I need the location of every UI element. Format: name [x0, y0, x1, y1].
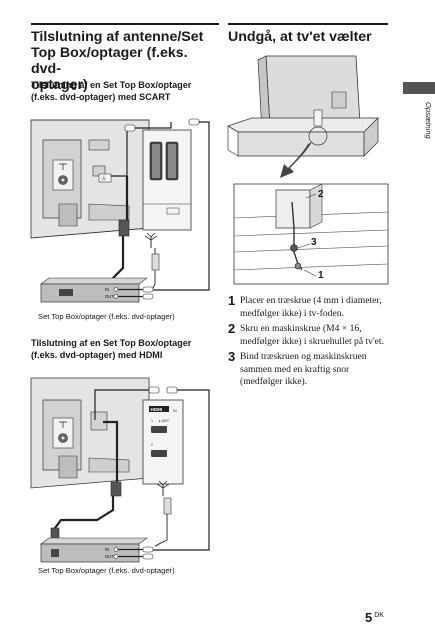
- diagram-label-3: 3: [311, 237, 317, 248]
- tv-back-panel: [30, 377, 150, 489]
- step-line: Placer en træskrue (4 mm i diameter,: [240, 295, 382, 306]
- step-number: 2: [228, 321, 236, 336]
- step-list: 1 Placer en træskrue (4 mm i diameter, m…: [228, 294, 403, 392]
- step-item: 1 Placer en træskrue (4 mm i diameter, m…: [228, 294, 403, 324]
- subheading-line: (f.eks. dvd-optager) med HDMI: [31, 349, 163, 360]
- recorder-box: IN OUT: [40, 537, 148, 563]
- scart-socket-panel: [142, 129, 192, 231]
- page-number-value: 5: [365, 610, 373, 625]
- svg-text:OUT: OUT: [105, 554, 114, 559]
- diagram-label-2: 2: [318, 189, 324, 200]
- wall-antenna-icon: [144, 232, 160, 293]
- left-heading-rule: [31, 23, 219, 25]
- step-line: sammen med en kraftig snor: [240, 363, 350, 375]
- wall-antenna-icon: [154, 480, 172, 547]
- step-number: 1: [228, 293, 236, 308]
- subheading-line: (f.eks. dvd-optager) med SCART: [31, 91, 171, 102]
- step-text: Skru en maskinskrue (M4 × 16, medfølger …: [240, 323, 400, 348]
- hdmi-socket-panel: HDMI IN 1 ▸ ARC 2: [142, 399, 184, 485]
- recorder-box: IN OUT: [40, 277, 148, 303]
- section-heading-tip-over: Undgå, at tv'et vælter: [228, 29, 372, 45]
- svg-text:OUT: OUT: [105, 294, 114, 299]
- heading-line: optager): [31, 77, 88, 93]
- tip-over-prevention-diagram: [227, 55, 389, 285]
- svg-text:HDMI: HDMI: [151, 407, 163, 412]
- subheading-hdmi: Tilslutning af en Set Top Box/optager (f…: [31, 338, 221, 361]
- svg-text:IN: IN: [105, 547, 109, 552]
- heading-line: Top Box/optager (f.eks. dvd-: [31, 45, 188, 77]
- svg-text:2: 2: [151, 443, 153, 447]
- page-number-suffix: DK: [374, 612, 384, 619]
- step-text: Placer en træskrue (4 mm i diameter, med…: [240, 295, 400, 320]
- subheading-scart: Tilslutning af en Set Top Box/optager (f…: [31, 80, 221, 103]
- side-tab-label: Opsætning: [424, 102, 433, 139]
- side-tab: Opsætning: [403, 82, 435, 188]
- svg-text:IN: IN: [173, 409, 177, 413]
- svg-text:▸ ARC: ▸ ARC: [159, 419, 170, 423]
- svg-text:IN: IN: [105, 287, 109, 292]
- tv-on-stand: [227, 55, 379, 157]
- hdmi-caption: Set Top Box/optager (f.eks. dvd-optager): [38, 566, 175, 575]
- zoom-detail-panel: [233, 183, 389, 285]
- svg-text:1: 1: [151, 419, 153, 423]
- step-text: Bind træskruen og maskinskruen sammen me…: [240, 351, 400, 389]
- diagram-label-1: 1: [318, 270, 324, 281]
- antenna-input-icon: [52, 417, 74, 449]
- tv-back-panel: [30, 119, 150, 239]
- section-heading-connection: Tilslutning af antenne/Set Top Box/optag…: [31, 29, 221, 93]
- side-tab-bar: [403, 82, 435, 94]
- scart-connection-diagram: Ⓐ IN OUT: [30, 118, 210, 303]
- step-line: medfølger ikke) i skruehullet på tv'et.: [240, 335, 384, 347]
- hdmi-connection-diagram: HDMI IN 1 ▸ ARC 2 IN OUT: [30, 377, 210, 563]
- step-item: 2 Skru en maskinskrue (M4 × 16, medfølge…: [228, 322, 403, 352]
- subheading-line: Tilslutning af en Set Top Box/optager: [31, 80, 192, 90]
- step-line: Bind træskruen og maskinskruen: [240, 351, 367, 362]
- subheading-line: Tilslutning af en Set Top Box/optager: [31, 338, 192, 348]
- zoom-arrow-icon: [280, 142, 312, 178]
- right-heading-rule: [228, 23, 388, 25]
- heading-line: Tilslutning af antenne/Set: [31, 29, 204, 45]
- step-line: (medfølger ikke).: [240, 376, 308, 388]
- step-line: Skru en maskinskrue (M4 × 16,: [240, 323, 362, 334]
- step-line: medfølger ikke) i tv-foden.: [240, 307, 344, 319]
- scart-caption: Set Top Box/optager (f.eks. dvd-optager): [38, 312, 175, 321]
- antenna-input-icon: [52, 159, 74, 191]
- svg-text:Ⓐ: Ⓐ: [101, 175, 107, 183]
- step-number: 3: [228, 349, 236, 364]
- step-item: 3 Bind træskruen og maskinskruen sammen …: [228, 350, 403, 392]
